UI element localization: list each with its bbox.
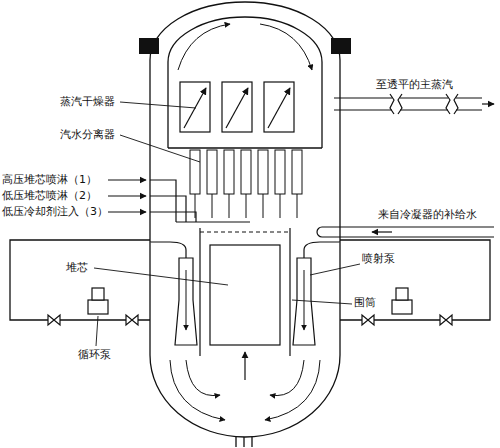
vessel-flange [139,38,159,54]
pressure-vessel [150,2,340,437]
leader-line [94,102,360,346]
core-shroud [200,228,290,356]
vessel-flange [331,38,351,54]
component-label: 蒸汽干燥器 [60,95,115,108]
reactor-core [210,245,280,345]
flow-label: 来自冷凝器的补给水 [378,208,477,221]
system-label: 低压堆芯喷淋（2） [2,189,97,202]
recirculation-pump [88,288,412,314]
dryer-housing [168,17,322,148]
main-steam-pipe [334,94,494,114]
component-label: 汽水分离器 [60,128,115,141]
steam-separator [190,150,302,218]
system-label: 高压堆芯喷淋（1） [2,173,97,186]
component-label: 围筒 [354,296,376,309]
flow-label: 至透平的主蒸汽 [376,78,453,91]
recirc-pipe [10,240,165,320]
component-label: 堆芯 [66,261,88,274]
feedwater-pipe [317,227,494,237]
valve-symbol [48,315,452,325]
steam-dryer [180,82,294,132]
system-label: 低压冷却剂注入（3） [2,205,108,218]
injection-pipe [108,180,250,222]
component-label: 循环泵 [78,348,111,361]
recirc-pipe [325,240,490,320]
jet-pump [150,242,340,345]
component-label: 喷射泵 [362,252,395,265]
separator-plate [168,147,322,148]
